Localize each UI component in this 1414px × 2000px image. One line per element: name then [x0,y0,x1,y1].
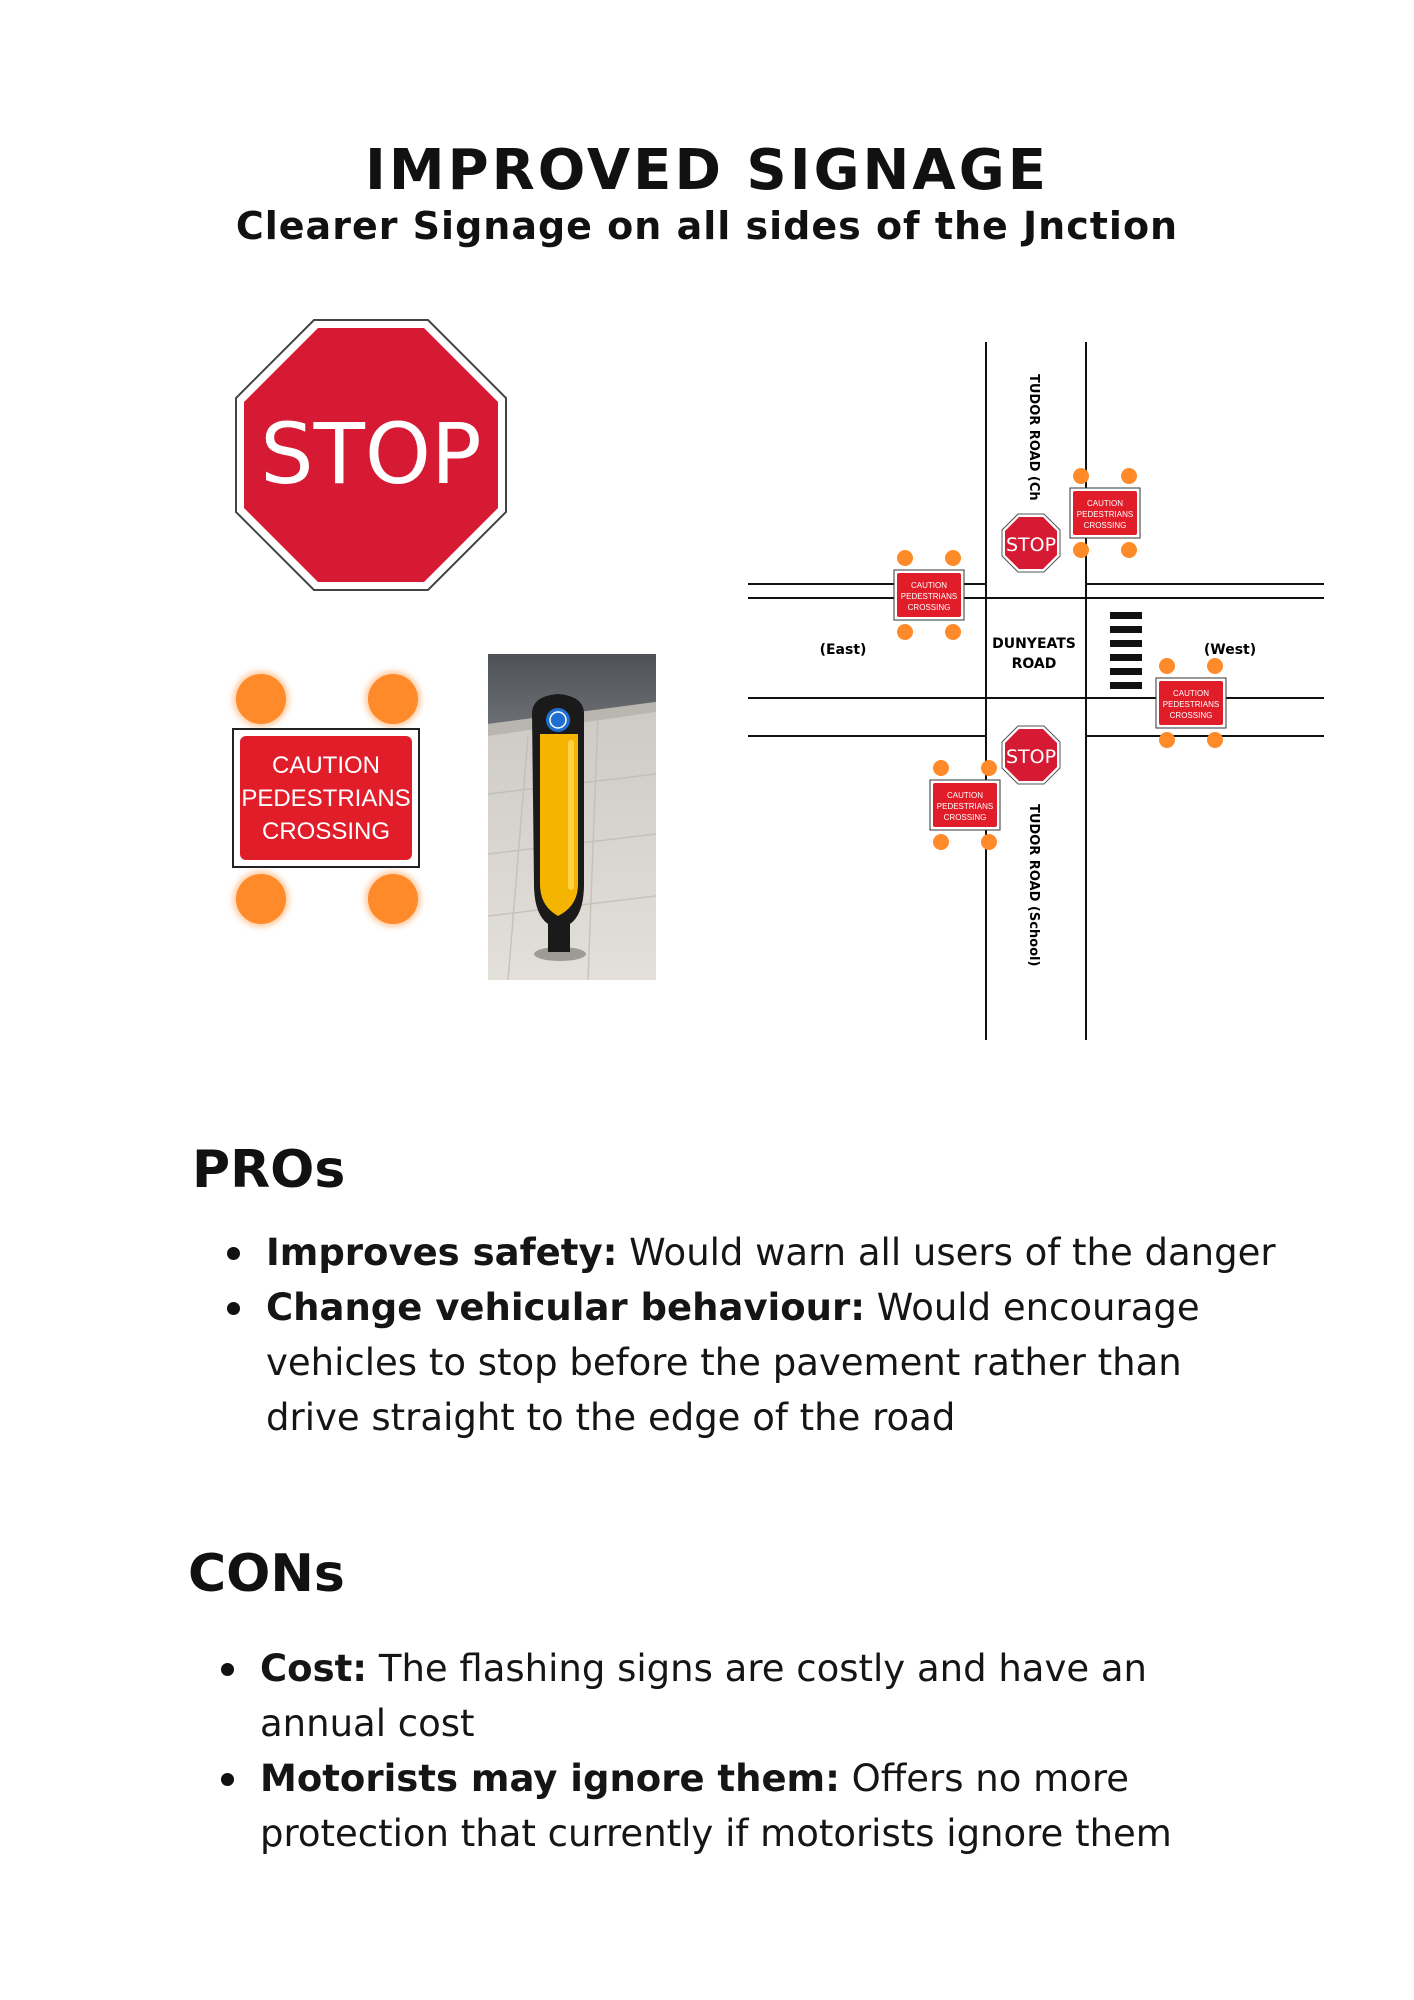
cons-heading: CONs [188,1544,345,1604]
pro-1-text: Would warn all users of the danger [617,1231,1276,1274]
stop-sign-icon: STOP [1001,513,1061,573]
caution-sign-panel: CAUTION PEDESTRIANS CROSSING [240,736,412,860]
caution-line-2: PEDESTRIANS [901,592,957,601]
flash-light-icon [236,674,286,724]
caution-flashing-sign: CAUTION PEDESTRIANS CROSSING [1155,658,1227,748]
cons-list: Cost: The flashing signs are costly and … [221,1641,1270,1861]
flash-light-icon [368,674,418,724]
caution-line-3: CROSSING [1170,711,1213,720]
caution-line-1: CAUTION [911,581,947,590]
pro-2-title: Change vehicular behaviour: [266,1286,866,1329]
caution-line-3: CROSSING [1084,521,1127,530]
stop-sign-icon: STOP [235,319,507,591]
tudor-road-north-label: TUDOR ROAD (Ch [1026,374,1041,501]
caution-flashing-sign: CAUTION PEDESTRIANS CROSSING [929,760,1001,850]
con-2-title: Motorists may ignore them: [260,1757,840,1800]
caution-line-2: PEDESTRIANS [1077,510,1133,519]
stop-sign-text: STOP [260,405,481,503]
stop-sign-text: STOP [1006,746,1056,768]
pro-2-text: Would encourage vehicles to stop before … [266,1286,1200,1439]
caution-sign-frame: CAUTION PEDESTRIANS CROSSING [232,728,420,868]
caution-flashing-sign: CAUTION PEDESTRIANS CROSSING [1069,468,1141,558]
flash-light-icon [236,874,286,924]
list-item: Cost: The flashing signs are costly and … [221,1641,1270,1751]
caution-line-2: PEDESTRIANS [241,784,411,812]
junction-diagram: DUNYEATS ROAD (East) (West) TUDOR ROAD (… [748,342,1324,1040]
list-item: Motorists may ignore them: Offers no mor… [221,1751,1270,1861]
bollard-photo [488,654,656,980]
caution-line-1: CAUTION [1087,499,1123,508]
west-label: (West) [1204,642,1256,658]
dunyeats-road-label-2: ROAD [1012,656,1057,672]
con-2-text: Offers no more protection that currently… [260,1757,1172,1855]
con-1-title: Cost: [260,1647,368,1690]
tudor-road-south-label: TUDOR ROAD (School) [1026,804,1041,966]
stop-sign-icon: STOP [1001,725,1061,785]
caution-line-2: PEDESTRIANS [937,802,993,811]
caution-line-1: CAUTION [272,751,380,779]
caution-line-3: CROSSING [944,813,987,822]
pros-heading: PROs [192,1140,346,1200]
list-item: Improves safety: Would warn all users of… [227,1225,1276,1280]
pro-1-title: Improves safety: [266,1231,618,1274]
east-label: (East) [820,642,867,658]
caution-line-1: CAUTION [947,791,983,800]
caution-line-3: CROSSING [261,817,390,845]
page-title: IMPROVED SIGNAGE [365,138,1049,203]
list-item: Change vehicular behaviour: Would encour… [227,1280,1276,1445]
page-subtitle: Clearer Signage on all sides of the Jnct… [235,204,1179,248]
caution-flashing-sign: CAUTION PEDESTRIANS CROSSING [893,550,965,640]
dunyeats-road-label-1: DUNYEATS [992,636,1076,652]
caution-line-2: PEDESTRIANS [1163,700,1219,709]
con-1-text: The flashing signs are costly and have a… [260,1647,1147,1745]
caution-line-3: CROSSING [908,603,951,612]
pros-list: Improves safety: Would warn all users of… [227,1225,1276,1445]
caution-line-1: CAUTION [1173,689,1209,698]
flash-light-icon [368,874,418,924]
stop-sign-text: STOP [1006,534,1056,556]
